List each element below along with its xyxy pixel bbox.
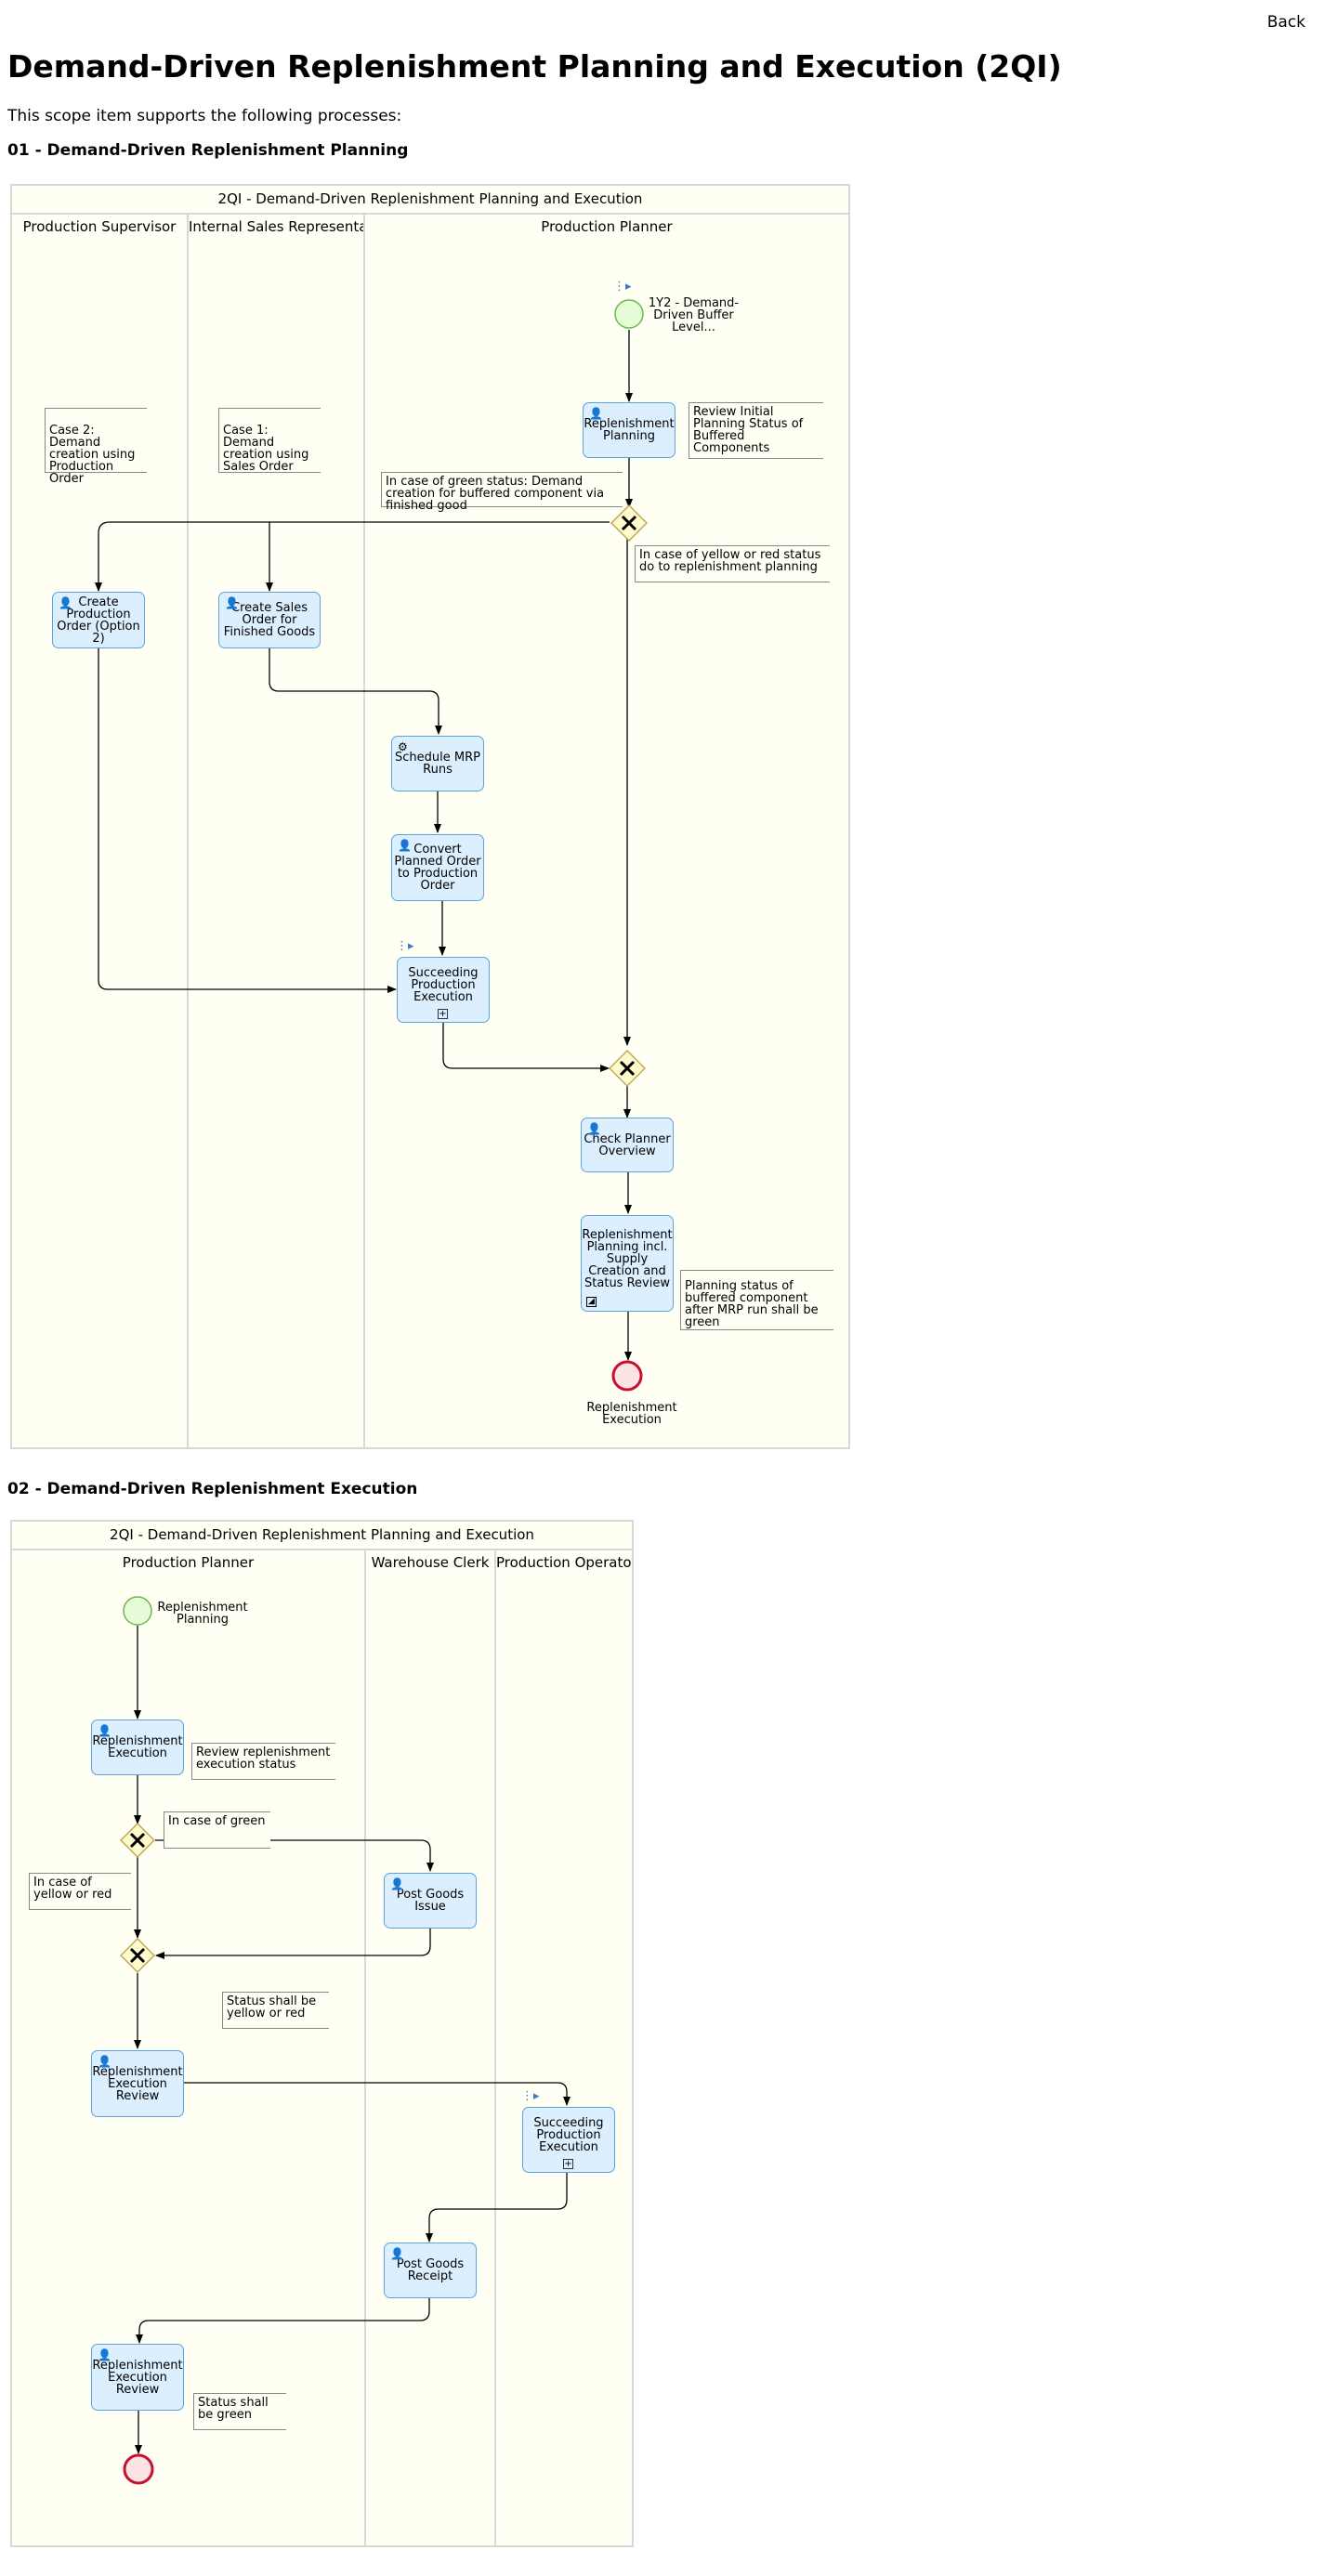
gear-icon: ⚙	[398, 740, 408, 753]
task-check-planner-overview[interactable]: 👤 Check Planner Overview	[581, 1118, 674, 1172]
back-link[interactable]: Back	[1266, 13, 1305, 32]
exclusive-gateway-icon	[609, 1050, 646, 1087]
annotation-in-case-green: In case of green	[164, 1811, 270, 1849]
lane-production-planner: Production Planner	[365, 213, 848, 1447]
process1-heading: 01 - Demand-Driven Replenishment Plannin…	[7, 141, 409, 160]
manual-marker-icon: ◢	[586, 1297, 597, 1307]
sequence-flow	[98, 647, 397, 993]
lane-label: Production Planner	[541, 218, 673, 235]
end-event	[611, 1360, 643, 1392]
sequence-flow	[95, 521, 610, 592]
process1-pool: 2QI - Demand-Driven Replenishment Planni…	[10, 184, 850, 1449]
task-label: Schedule MRP Runs	[395, 751, 480, 777]
user-icon: 👤	[587, 1122, 601, 1135]
lane-label: Production Planner	[122, 1554, 255, 1571]
page-title: Demand-Driven Replenishment Planning and…	[7, 48, 1062, 85]
task-label: Replenishment Execution Review	[92, 2064, 183, 2103]
task-post-goods-receipt[interactable]: 👤 Post Goods Receipt	[384, 2243, 477, 2298]
task-label: Replenishment Execution Review	[92, 2358, 183, 2397]
subprocess-marker-icon: +	[438, 1009, 448, 1019]
call-activity-icon: ⋮▸	[521, 2089, 540, 2103]
exclusive-gateway-icon	[120, 1823, 155, 1858]
sequence-flow	[442, 1023, 610, 1072]
task-label: Post Goods Issue	[396, 1888, 465, 1914]
sequence-flow	[269, 647, 442, 735]
task-label: Post Goods Receipt	[396, 2257, 465, 2283]
process2-pool: 2QI - Demand-Driven Replenishment Planni…	[10, 1520, 634, 2547]
lane-label: Production Operator	[496, 1554, 632, 1571]
lane-production-operator: Production Operator	[496, 1549, 632, 2545]
annotation-case-1: Case 1: Demand creation using Sales Orde…	[218, 408, 321, 473]
task-create-production-order[interactable]: 👤 Create Production Order (Option 2)	[52, 592, 145, 648]
annotation-green-status: In case of green status: Demand creation…	[381, 472, 623, 512]
task-replenishment-planning-review[interactable]: Replenishment Planning incl. Supply Crea…	[581, 1215, 674, 1312]
sequence-flow	[426, 2172, 568, 2243]
user-icon: 👤	[98, 2348, 112, 2361]
process2-pool-title: 2QI - Demand-Driven Replenishment Planni…	[12, 1522, 632, 1550]
task-post-goods-issue[interactable]: 👤 Post Goods Issue	[384, 1873, 477, 1929]
annotation-case-2: Case 2: Demand creation using Production…	[45, 408, 147, 485]
sequence-flow	[184, 2082, 571, 2106]
user-icon: 👤	[59, 596, 72, 609]
end-event-label: Replenishment Execution	[586, 1401, 677, 1427]
annotation-yellow-red-status: In case of yellow or red status do to re…	[635, 545, 830, 582]
sequence-flow	[155, 1928, 431, 1959]
start-event	[123, 1596, 152, 1626]
start-event-label: 1Y2 - Demand-Driven Buffer Level...	[648, 296, 740, 334]
intro-text: This scope item supports the following p…	[7, 107, 402, 125]
task-succeeding-production-execution[interactable]: Succeeding Production Execution +	[397, 957, 490, 1023]
annotation-status-yellow-red: Status shall be yellow or red	[222, 1992, 329, 2029]
end-event	[123, 2453, 154, 2485]
annotation-review-execution: Review replenishment execution status	[191, 1743, 335, 1780]
task-label: Replenishment Planning	[584, 417, 675, 443]
task-label: Convert Planned Order to Production Orde…	[394, 843, 481, 893]
user-icon: 👤	[589, 407, 603, 420]
task-convert-planned-order[interactable]: 👤 Convert Planned Order to Production Or…	[391, 834, 484, 901]
annotation-planning-status: Planning status of buffered component af…	[680, 1270, 833, 1330]
exclusive-gateway-icon	[610, 504, 648, 542]
task-label: Succeeding Production Execution	[408, 966, 479, 1004]
task-succeeding-production-execution[interactable]: Succeeding Production Execution +	[522, 2107, 615, 2173]
sequence-flow	[136, 2297, 430, 2344]
exclusive-gateway-icon	[120, 1938, 155, 1973]
call-activity-icon: ⋮▸	[396, 939, 414, 953]
annotation-review-initial: Review Initial Planning Status of Buffer…	[689, 402, 823, 459]
task-label: Create Production Order (Option 2)	[57, 595, 140, 646]
task-replenishment-execution-review[interactable]: 👤 Replenishment Execution Review	[91, 2344, 184, 2411]
user-icon: 👤	[398, 839, 412, 852]
subprocess-marker-icon: +	[563, 2159, 573, 2169]
task-replenishment-planning[interactable]: 👤 Replenishment Planning	[583, 402, 676, 458]
call-activity-icon: ⋮▸	[613, 280, 632, 294]
process1-pool-title: 2QI - Demand-Driven Replenishment Planni…	[12, 186, 848, 215]
lane-label: Internal Sales Representat	[189, 218, 365, 235]
start-event	[614, 299, 644, 329]
task-replenishment-execution-review[interactable]: 👤 Replenishment Execution Review	[91, 2050, 184, 2117]
sequence-flow	[155, 1839, 434, 1872]
lane-warehouse-clerk: Warehouse Clerk	[366, 1549, 496, 2545]
lane-label: Production Supervisor	[22, 218, 177, 235]
annotation-in-case-yellow-red: In case of yellow or red	[29, 1873, 131, 1910]
annotation-status-green: Status shall be green	[193, 2393, 286, 2430]
start-event-label: Replenishment Planning	[157, 1601, 248, 1627]
task-label: Succeeding Production Execution	[533, 2116, 604, 2154]
lane-production-supervisor: Production Supervisor	[12, 213, 189, 1447]
task-replenishment-execution[interactable]: 👤 Replenishment Execution	[91, 1720, 184, 1775]
task-label: Replenishment Execution	[92, 1734, 183, 1760]
user-icon: 👤	[98, 1724, 112, 1737]
lane-production-planner: Production Planner	[12, 1549, 366, 2545]
task-create-sales-order[interactable]: 👤 Create Sales Order for Finished Goods	[218, 592, 321, 648]
task-label: Create Sales Order for Finished Goods	[223, 601, 316, 639]
user-icon: 👤	[225, 596, 239, 609]
task-schedule-mrp-runs[interactable]: ⚙ Schedule MRP Runs	[391, 736, 484, 791]
lane-label: Warehouse Clerk	[371, 1554, 490, 1571]
user-icon: 👤	[390, 2247, 404, 2260]
user-icon: 👤	[390, 1877, 404, 1890]
process2-heading: 02 - Demand-Driven Replenishment Executi…	[7, 1480, 418, 1498]
lane-internal-sales-representative: Internal Sales Representat	[189, 213, 365, 1447]
task-label: Check Planner Overview	[584, 1131, 671, 1158]
user-icon: 👤	[98, 2055, 112, 2068]
task-label: Replenishment Planning incl. Supply Crea…	[582, 1227, 673, 1290]
